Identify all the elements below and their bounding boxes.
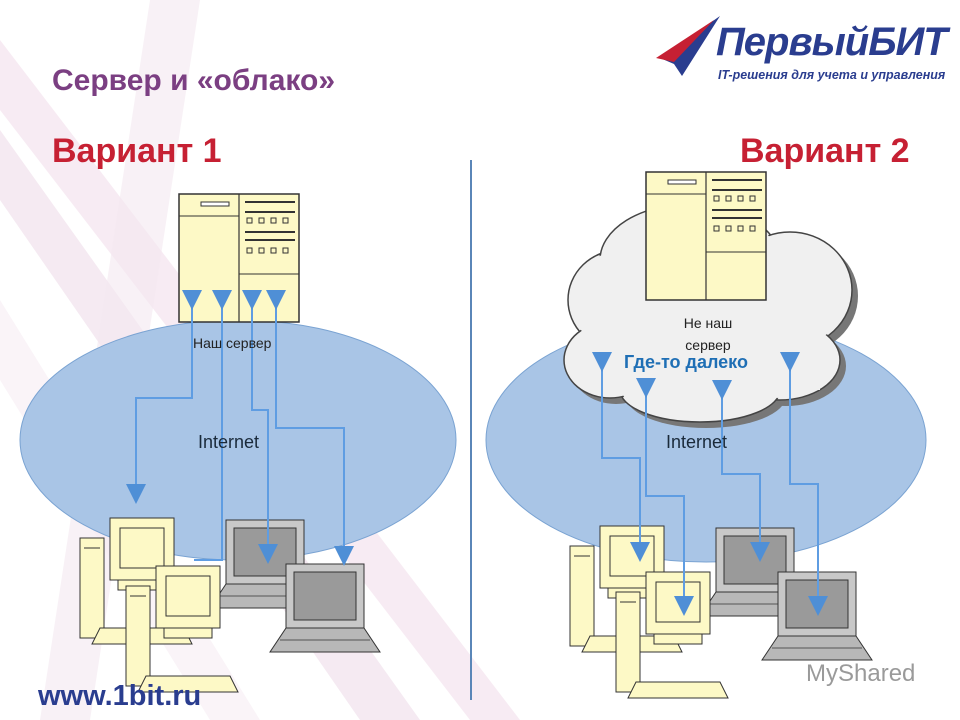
our-server-label: Наш сервер <box>193 335 272 351</box>
logo-tagline: IT-решения для учета и управления <box>718 68 946 82</box>
variant-1-heading: Вариант 1 <box>52 132 222 170</box>
far-away-label: Где-то далеко <box>624 352 748 372</box>
internet-label-1: Internet <box>198 432 260 452</box>
not-our-server-label: Не наш сервер <box>683 315 733 353</box>
logo-name: ПервыйБИТ <box>716 20 948 64</box>
logo-swoosh-icon <box>656 16 720 76</box>
watermark: MyShared <box>806 660 916 687</box>
page-title: Сервер и «облако» <box>52 64 336 97</box>
divider <box>470 160 472 700</box>
footer-site: www.1bit.ru <box>38 680 202 712</box>
variant-2-heading: Вариант 2 <box>740 132 910 170</box>
internet-label-2: Internet <box>666 432 728 452</box>
